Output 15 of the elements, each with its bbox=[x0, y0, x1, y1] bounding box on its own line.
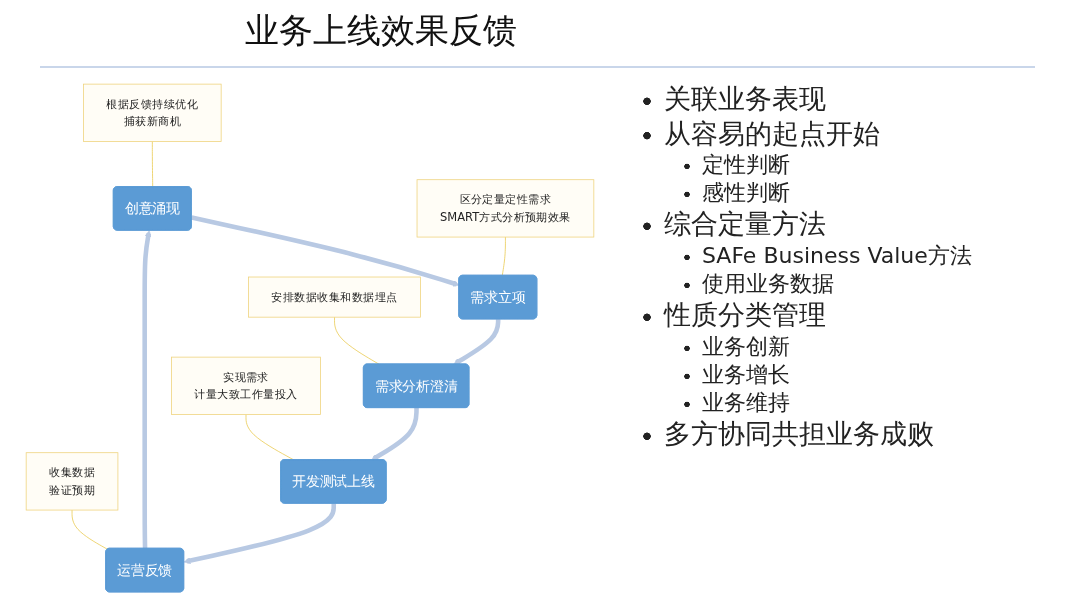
node-box: 收集数据 验证预期 bbox=[25, 452, 119, 511]
arrow bbox=[453, 319, 501, 365]
connector bbox=[151, 141, 154, 188]
arrow bbox=[183, 503, 337, 564]
connector bbox=[71, 509, 109, 550]
arrow bbox=[142, 230, 152, 549]
node-box: 安排数据收集和数据埋点 bbox=[248, 276, 421, 318]
arrow bbox=[371, 407, 419, 461]
connector bbox=[501, 236, 506, 277]
node-box: 实现需求 计量大致工作量投入 bbox=[171, 356, 321, 415]
node-box: 区分定量定性需求 SMART方式分析预期效果 bbox=[416, 179, 595, 238]
node-box: 根据反馈持续优化 捕获新商机 bbox=[83, 83, 222, 142]
arrow bbox=[191, 215, 460, 287]
connector bbox=[334, 316, 380, 365]
slide-title: 业务上线效果反馈 bbox=[245, 9, 517, 52]
